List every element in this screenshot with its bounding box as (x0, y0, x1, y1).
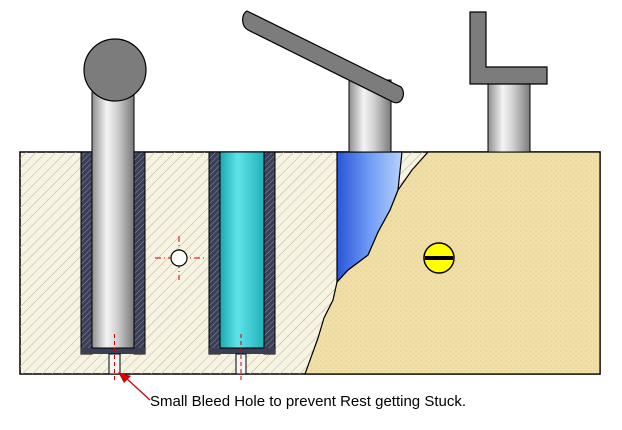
left-sleeve-bottom (81, 348, 145, 354)
l-rest-bracket (469, 11, 548, 85)
left-sleeve-wall-right (133, 151, 146, 355)
middle-sleeve-wall-right (263, 151, 276, 355)
angled-rest-bar (242, 10, 405, 104)
middle-sleeve-bottom (209, 348, 275, 354)
blue-cutaway-pocket (336, 151, 403, 284)
middle-cyan-pin (219, 151, 265, 349)
middle-sleeve-wall-left (208, 151, 221, 355)
left-rest-pin (91, 91, 135, 349)
round-knob (83, 38, 147, 102)
bleed-hole-arrow-head (118, 372, 131, 383)
l-rest-post (487, 83, 531, 153)
locating-hole (170, 249, 188, 267)
bleed-hole-caption: Small Bleed Hole to prevent Rest getting… (150, 393, 466, 410)
bleed-hole-arrow-line (125, 377, 151, 401)
left-sleeve-wall-left (80, 151, 93, 355)
screw-slot (425, 256, 453, 260)
